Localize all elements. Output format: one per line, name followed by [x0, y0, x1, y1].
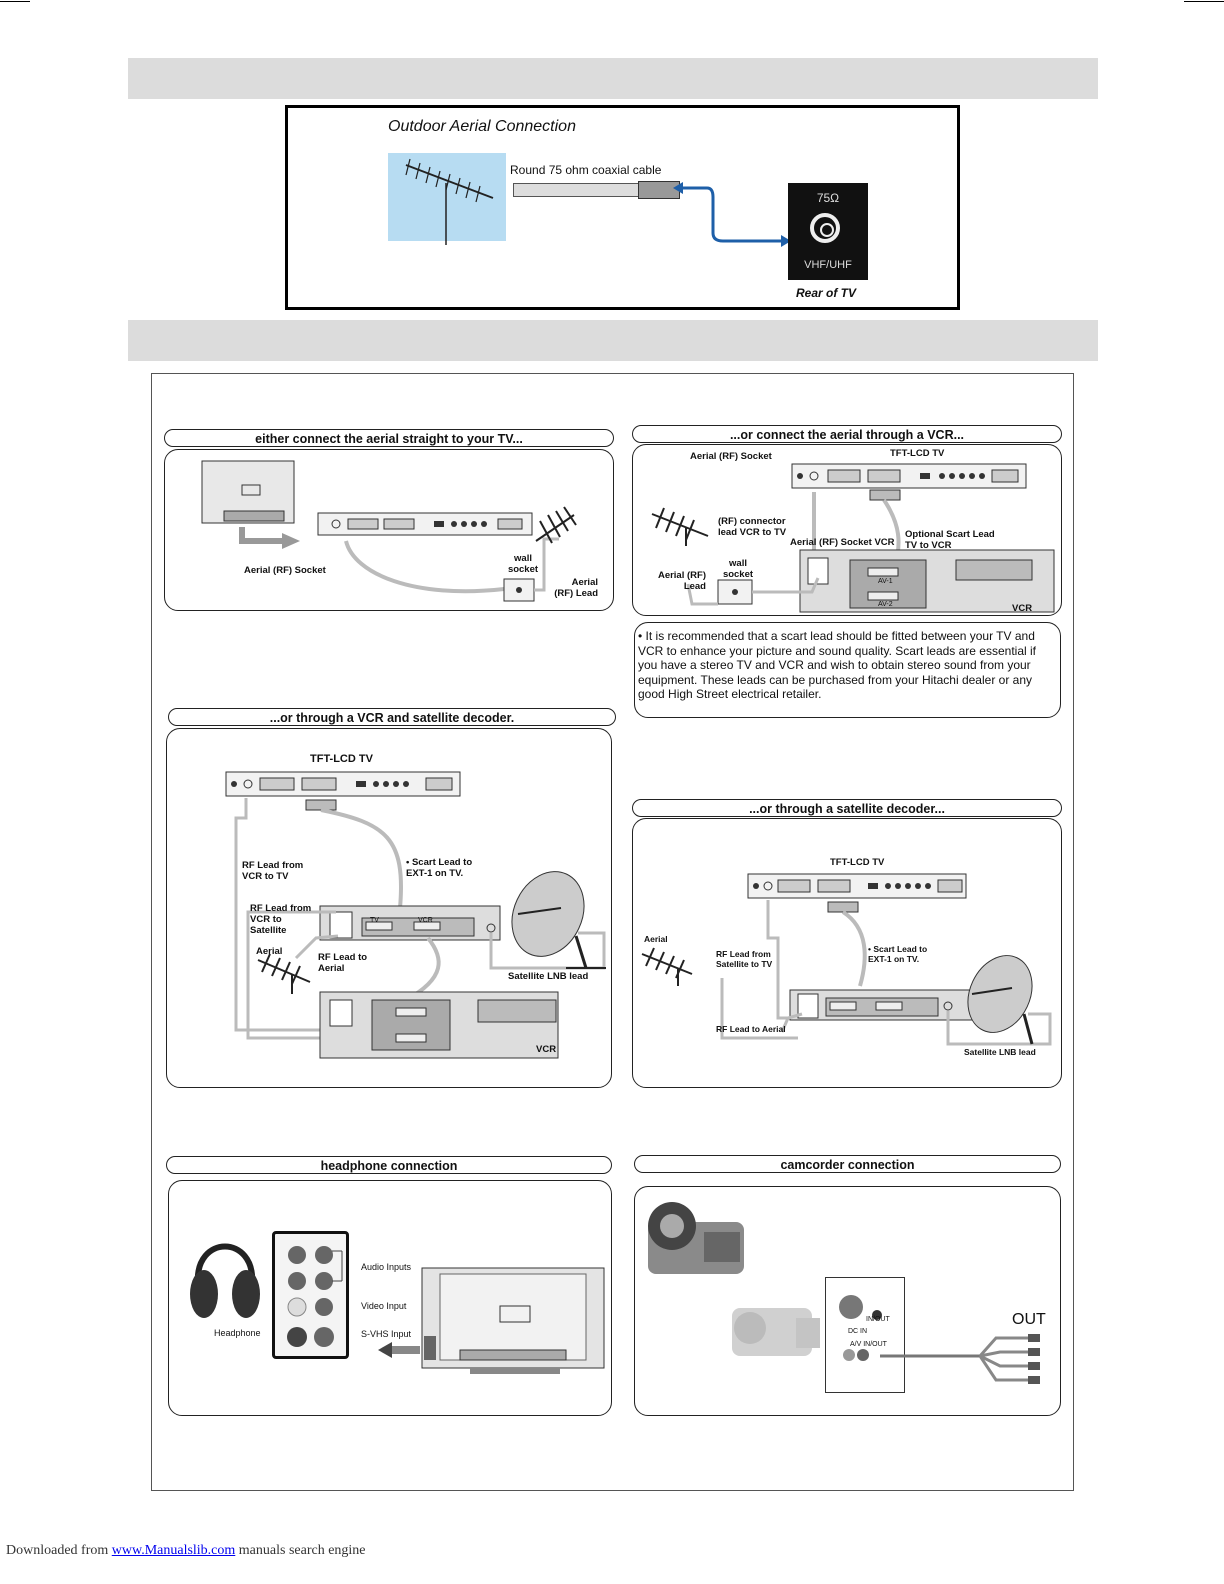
vcr-sat-vcr-scart-label: VCR [418, 917, 433, 924]
satellite-diagram [641, 873, 1052, 1046]
camcorder-socket-box [825, 1277, 905, 1393]
tv-socket-panel: 75Ω VHF/UHF [788, 183, 868, 280]
via-vcr-aerial-socket-label: Aerial (RF) Socket [690, 451, 772, 462]
via-vcr-rf-connector-label: (RF) connector lead VCR to TV [718, 516, 787, 538]
via-vcr-diagram [651, 463, 1055, 613]
vcr-satellite-title: ...or through a VCR and satellite decode… [168, 708, 616, 726]
satellite-panel [632, 818, 1062, 1088]
download-footer: Downloaded from www.Manualslib.com manua… [6, 1543, 366, 1559]
footer-prefix: Downloaded from [6, 1543, 109, 1558]
headphone-label: Headphone [214, 1328, 261, 1338]
scart-note-box [634, 622, 1061, 718]
av-input-panel [272, 1231, 349, 1359]
input-arrow-icon [378, 1342, 420, 1358]
sat-scart-label: • Scart Lead to EXT-1 on TV. [868, 944, 928, 964]
via-vcr-vcr-label: VCR [1012, 603, 1033, 614]
vcr-satellite-diagram [225, 771, 606, 1059]
video-input-label: Video Input [361, 1301, 407, 1311]
via-vcr-title: ...or connect the aerial through a VCR..… [632, 425, 1062, 443]
camcorder-avinout-label: A/V IN/OUT [850, 1341, 887, 1348]
coaxial-cable [513, 183, 640, 197]
section-band-middle [128, 320, 1098, 361]
section-band-top [128, 58, 1098, 99]
vcr-sat-rf-vcr-sat-label: RF Lead from VCR to Satellite [250, 903, 312, 936]
camcorder-dcin-label: DC IN [848, 1328, 868, 1335]
camcorder-title: camcorder connection [634, 1155, 1061, 1173]
sat-rf-aerial-label: RF Lead to Aerial [716, 1024, 786, 1034]
outdoor-aerial-box: Outdoor Aerial Connection Round 75 ohm c… [285, 105, 960, 310]
direct-title: either connect the aerial straight to yo… [164, 429, 614, 447]
satellite-title: ...or through a satellite decoder... [632, 799, 1062, 817]
via-vcr-wall-socket-label: wall socket [722, 558, 754, 580]
camcorder-side-image [732, 1308, 820, 1356]
camcorder-inout-label: IN/OUT [866, 1316, 890, 1323]
sat-tv-label: TFT-LCD TV [830, 857, 885, 868]
headphone-icon [190, 1243, 260, 1318]
direct-aerial-socket-label: Aerial (RF) Socket [244, 565, 326, 576]
vcr-sat-aerial-label: Aerial [256, 946, 283, 957]
sat-aerial-label: Aerial [644, 934, 668, 944]
crop-mark-left [0, 1, 30, 2]
rear-of-tv-label: Rear of TV [796, 286, 857, 300]
via-vcr-aerial-socket-vcr-label: Aerial (RF) Socket VCR [790, 537, 895, 548]
via-vcr-av2-label: AV-2 [878, 601, 893, 608]
socket-label: VHF/UHF [804, 259, 852, 271]
vcr-sat-vcr-label: VCR [536, 1044, 557, 1055]
cable-label: Round 75 ohm coaxial cable [510, 163, 662, 177]
svhs-input-label: S-VHS Input [361, 1329, 412, 1339]
vcr-sat-tv-scart-label: TV [370, 917, 379, 924]
direct-aerial-lead-label: Aerial (RF) Lead [554, 577, 598, 599]
direct-diagram [201, 460, 577, 602]
scart-note-text: • It is recommended that a scart lead sh… [638, 629, 1037, 701]
via-vcr-optional-scart-label: Optional Scart Lead TV to VCR [905, 529, 995, 551]
socket-ohm: 75Ω [816, 191, 840, 205]
via-vcr-aerial-lead-label: Aerial (RF) Lead [657, 570, 706, 592]
vcr-sat-rf-vcr-tv-label: RF Lead from VCR to TV [242, 860, 304, 882]
vcr-sat-tv-label: TFT-LCD TV [310, 753, 373, 765]
camcorder-out-label: OUT [1012, 1311, 1046, 1328]
rf-socket-icon [810, 213, 840, 243]
sat-rf-sat-tv-label: RF Lead from Satellite to TV [716, 949, 773, 969]
vcr-sat-lnb-label: Satellite LNB lead [508, 971, 589, 982]
camcorder-icon [648, 1202, 744, 1274]
via-vcr-tv-label: TFT-LCD TV [890, 448, 945, 459]
via-vcr-av1-label: AV-1 [878, 578, 893, 585]
av-input-sockets [287, 1246, 343, 1347]
connection-arrow [673, 182, 791, 247]
footer-suffix: manuals search engine [238, 1543, 366, 1558]
direct-wall-socket-label: wall socket [507, 553, 539, 575]
av-cable-image [880, 1334, 1040, 1384]
sat-lnb-label: Satellite LNB lead [964, 1047, 1036, 1057]
tv-rear-image [421, 1267, 605, 1374]
camcorder-sockets [839, 1295, 882, 1361]
headphone-title: headphone connection [166, 1156, 612, 1174]
vcr-sat-scart-label: • Scart Lead to EXT-1 on TV. [406, 857, 473, 879]
vcr-sat-rf-aerial-label: RF Lead to Aerial [318, 952, 368, 974]
outdoor-title: Outdoor Aerial Connection [388, 118, 576, 135]
manualslib-link[interactable]: www.Manualslib.com [111, 1543, 236, 1558]
audio-inputs-label: Audio Inputs [361, 1262, 412, 1272]
crop-mark-right [1184, 1, 1224, 2]
aerial-antenna-icon [405, 158, 494, 245]
connection-diagrams-frame [151, 373, 1074, 1491]
